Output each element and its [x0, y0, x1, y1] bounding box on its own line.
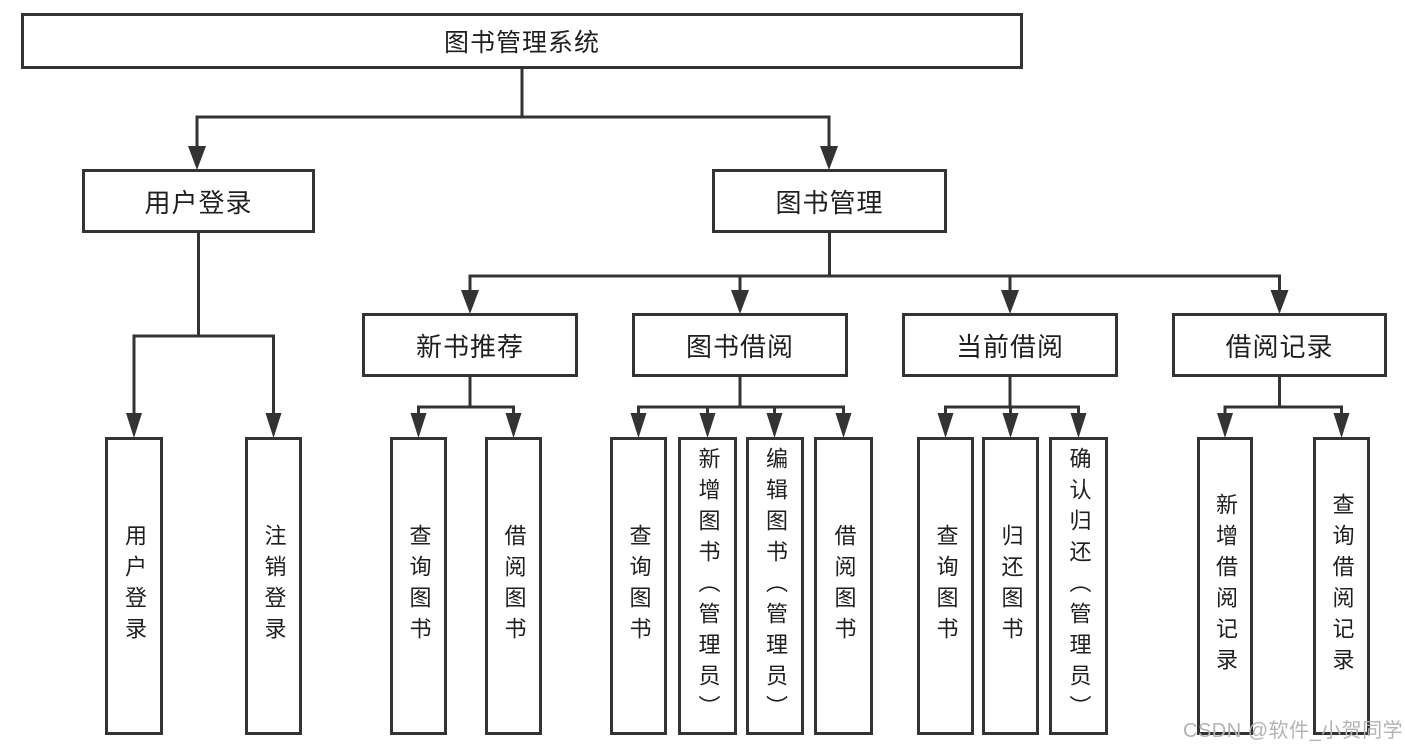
arrowhead-return-books: [1002, 413, 1019, 438]
arrowhead-add-borrow-record: [1217, 413, 1233, 438]
node-borrowing-records: 借阅记录: [1172, 313, 1387, 377]
arrowhead-borrow-books-1: [505, 413, 522, 438]
node-query-borrow-record: 查询借阅记录: [1313, 437, 1370, 735]
arrowhead-leaf-logout: [265, 413, 282, 438]
node-borrow-books-2: 借阅图书: [814, 437, 873, 735]
node-user-login: 用户登录: [82, 169, 315, 233]
node-query-books-3: 查询图书: [917, 437, 974, 735]
arrowhead-add-book: [699, 413, 716, 438]
arrowhead-borrow-books-2: [835, 413, 852, 438]
node-book-borrowing: 图书借阅: [632, 313, 848, 377]
arrowhead-book-borrowing: [731, 290, 749, 314]
node-book-management: 图书管理: [712, 169, 947, 233]
node-add-book-admin: 新增图书（管理员）: [678, 437, 737, 735]
arrowhead-borrowing-records: [1270, 290, 1289, 314]
arrowhead-book-management: [820, 146, 838, 170]
arrowhead-query-books-2: [630, 413, 647, 438]
node-library-management-system: 图书管理系统: [21, 13, 1023, 69]
node-edit-book-admin: 编辑图书（管理员）: [746, 437, 804, 735]
arrowhead-new-book-rec: [461, 290, 479, 314]
node-query-books-1: 查询图书: [390, 437, 447, 735]
arrowhead-query-books-1: [410, 413, 427, 438]
node-return-books: 归还图书: [982, 437, 1039, 735]
arrowhead-edit-book: [766, 413, 783, 438]
node-leaf-user-login: 用户登录: [105, 437, 163, 735]
arrowhead-query-borrow-record: [1333, 413, 1350, 438]
node-query-books-2: 查询图书: [610, 437, 667, 735]
node-borrow-books-1: 借阅图书: [485, 437, 542, 735]
arrowhead-confirm-return: [1070, 413, 1087, 438]
node-add-borrow-record: 新增借阅记录: [1197, 437, 1253, 735]
node-leaf-logout: 注销登录: [245, 437, 302, 735]
arrowhead-query-books-3: [937, 413, 954, 438]
arrowhead-user-login: [188, 146, 206, 170]
arrowhead-leaf-user-login: [126, 413, 142, 438]
arrowhead-current-borrowing: [1001, 290, 1019, 314]
node-new-book-recommendation: 新书推荐: [362, 313, 578, 377]
node-current-borrowing: 当前借阅: [902, 313, 1118, 377]
watermark: CSDN @软件_小贺同学: [1183, 720, 1404, 742]
node-confirm-return-admin: 确认归还（管理员）: [1049, 437, 1108, 735]
